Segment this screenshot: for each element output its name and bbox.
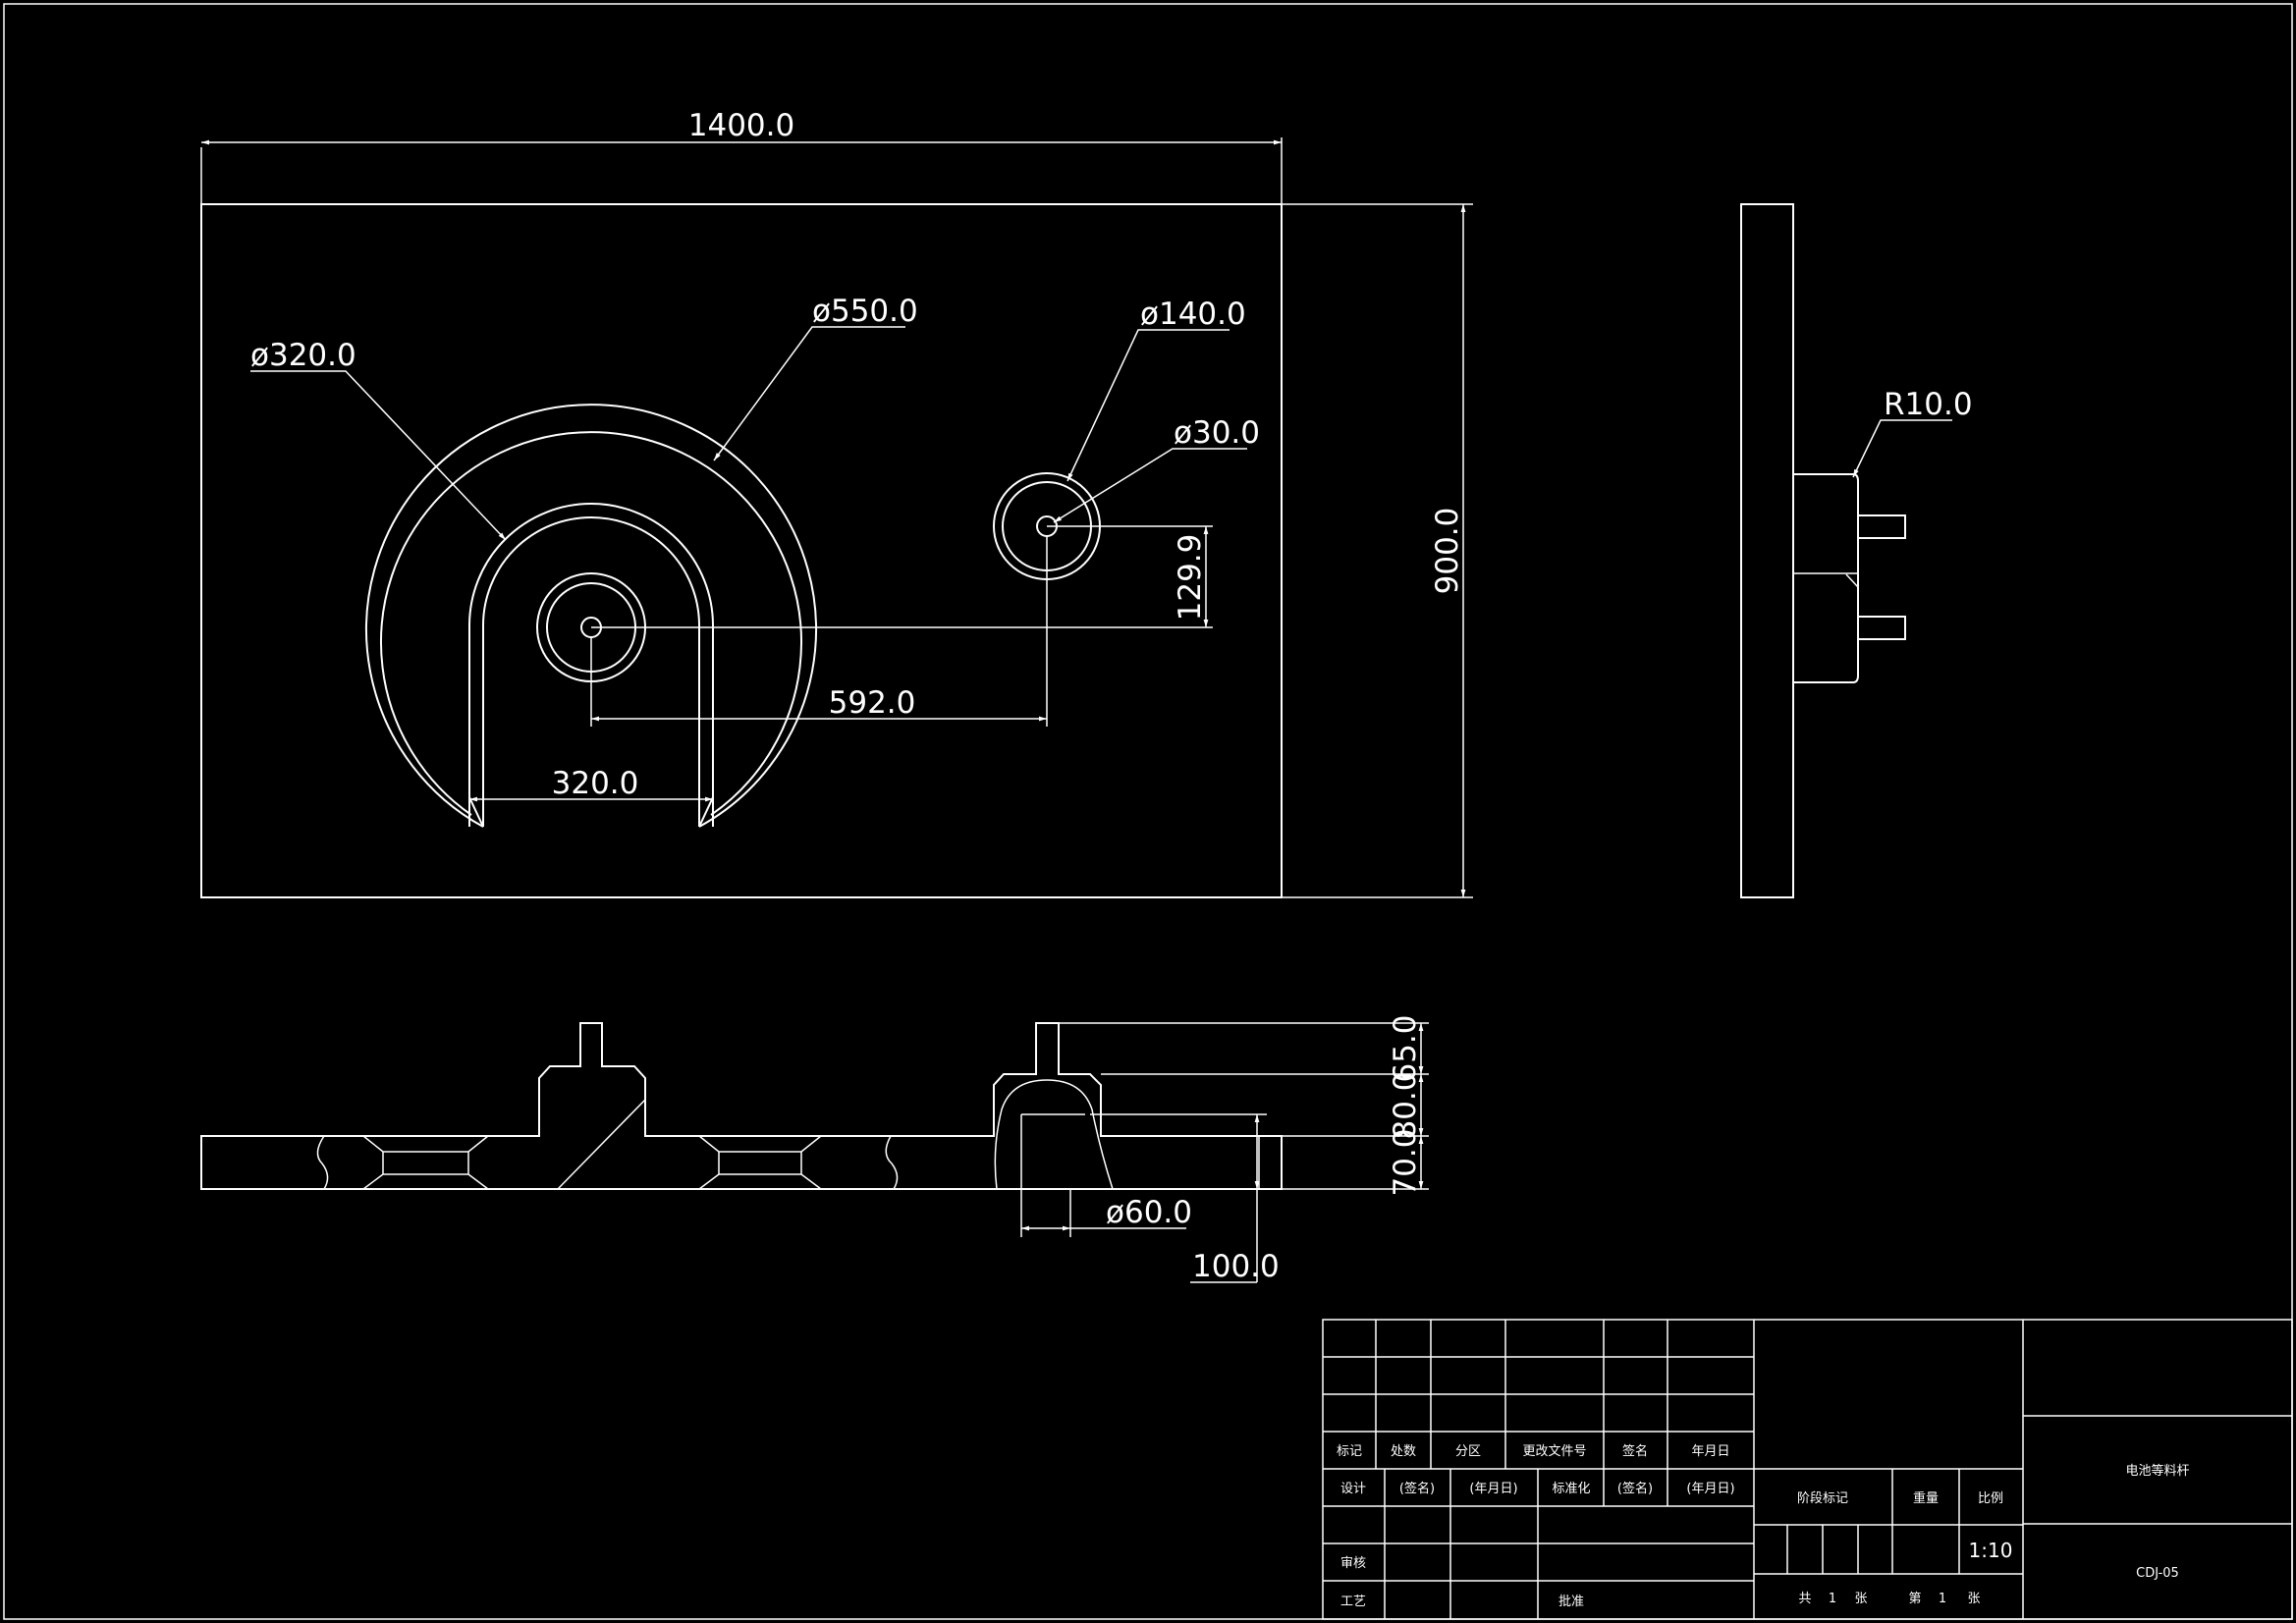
dim-overall-length: 1400.0 — [688, 108, 794, 143]
side-boss — [1793, 473, 1859, 683]
tb-sheet-unit: 张 — [1967, 1592, 1980, 1606]
tb-rev-h0: 标记 — [1337, 1444, 1362, 1459]
side-pin-upper — [1857, 514, 1906, 539]
u-slot-inner — [482, 516, 700, 827]
section-outline — [200, 1022, 1283, 1190]
side-pin-lower — [1857, 616, 1906, 640]
dim-dia-inner-slot: ø320.0 — [250, 338, 356, 373]
tb-total-label: 共 — [1798, 1592, 1811, 1606]
u-slot — [468, 503, 714, 827]
tb-design-1: (签名) — [1399, 1481, 1435, 1496]
slot-tip-right — [698, 796, 714, 828]
tb-part-name: 电池等料杆 — [2125, 1463, 2189, 1479]
dim-step-80: 80.0 — [1388, 1071, 1423, 1139]
pocket-left — [362, 1135, 489, 1190]
tb-design-2: (年月日) — [1469, 1482, 1517, 1496]
dim-dia-outer-slot: ø550.0 — [812, 294, 918, 329]
tb-weight-label: 重量 — [1913, 1490, 1939, 1506]
dim-center-distance: 592.0 — [829, 685, 916, 721]
section-view: 65.0 80.0 70.0 ø60.0 100.0 — [200, 1014, 1429, 1284]
tb-scale-label: 比例 — [1978, 1491, 2003, 1506]
tb-design-0: 设计 — [1340, 1482, 1366, 1496]
tb-design-5: (年月日) — [1686, 1482, 1734, 1496]
tb-process: 工艺 — [1340, 1595, 1366, 1609]
tb-approve: 批准 — [1558, 1595, 1584, 1609]
title-block: 标记 处数 分区 更改文件号 签名 年月日 设计 (签名) (年月日) 标准化 … — [1322, 1319, 2293, 1620]
dim-depth-100: 100.0 — [1192, 1249, 1280, 1284]
tb-design-4: (签名) — [1617, 1481, 1653, 1496]
tb-stage-label: 阶段标记 — [1797, 1491, 1848, 1506]
dim-dia-hole: ø30.0 — [1174, 415, 1260, 451]
tb-check: 审核 — [1340, 1556, 1366, 1571]
tb-rev-h5: 年月日 — [1691, 1444, 1729, 1459]
tb-rev-h1: 处数 — [1391, 1444, 1416, 1459]
outer-slot-arc — [365, 404, 817, 828]
plate-outline — [200, 203, 1283, 898]
dim-step-65: 65.0 — [1388, 1014, 1423, 1082]
tb-drawing-number: CDJ-05 — [2136, 1566, 2179, 1581]
dim-dia-boss: ø140.0 — [1140, 297, 1246, 332]
pocket-right — [698, 1135, 822, 1190]
tb-rev-h3: 更改文件号 — [1522, 1444, 1586, 1459]
dim-dia-bore: ø60.0 — [1106, 1195, 1192, 1230]
tb-total-unit: 张 — [1854, 1592, 1867, 1606]
slot-tip-left — [468, 796, 484, 828]
dim-slot-width: 320.0 — [552, 766, 639, 801]
dim-offset-vertical: 129.9 — [1173, 534, 1208, 622]
tb-rev-h2: 分区 — [1455, 1444, 1481, 1459]
sheet-border — [3, 3, 2293, 1620]
top-view: 1400.0 900.0 ø320.0 ø550.0 ø140.0 ø30.0 … — [200, 108, 1473, 898]
side-view: R10.0 — [1740, 203, 1973, 898]
tb-sheet-value: 1 — [1939, 1592, 1946, 1606]
dim-fillet-radius: R10.0 — [1884, 387, 1973, 422]
dim-overall-height: 900.0 — [1430, 508, 1465, 595]
tb-scale-value: 1:10 — [1969, 1539, 2013, 1562]
tb-sheet-label: 第 — [1908, 1592, 1921, 1606]
tb-design-3: 标准化 — [1552, 1482, 1590, 1496]
section-bore — [994, 1079, 1114, 1190]
side-plate — [1740, 203, 1794, 898]
tb-total-value: 1 — [1829, 1592, 1836, 1606]
dim-step-70: 70.0 — [1388, 1128, 1423, 1196]
outer-slot-arc-inner — [380, 431, 802, 816]
tb-rev-h4: 签名 — [1622, 1443, 1648, 1459]
